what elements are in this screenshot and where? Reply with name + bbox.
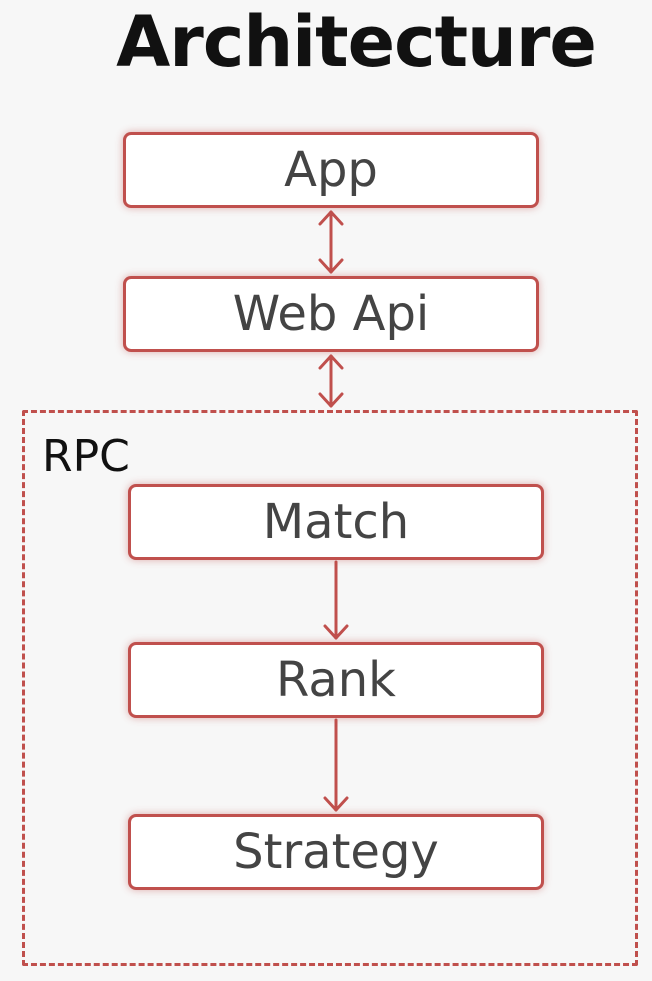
node-match: Match — [128, 484, 544, 560]
node-strategy: Strategy — [128, 814, 544, 890]
node-app-label: App — [284, 142, 378, 198]
node-web-api: Web Api — [123, 276, 539, 352]
node-strategy-label: Strategy — [233, 824, 439, 880]
node-match-label: Match — [262, 494, 410, 550]
edge-webapi-rpc — [318, 354, 344, 408]
diagram-title: Architecture — [116, 1, 597, 83]
rpc-group-label: RPC — [42, 431, 130, 482]
edge-app-webapi — [318, 210, 344, 274]
node-web-api-label: Web Api — [232, 286, 430, 342]
node-app: App — [123, 132, 539, 208]
node-rank: Rank — [128, 642, 544, 718]
rpc-group-box — [22, 410, 638, 966]
node-rank-label: Rank — [276, 652, 396, 708]
